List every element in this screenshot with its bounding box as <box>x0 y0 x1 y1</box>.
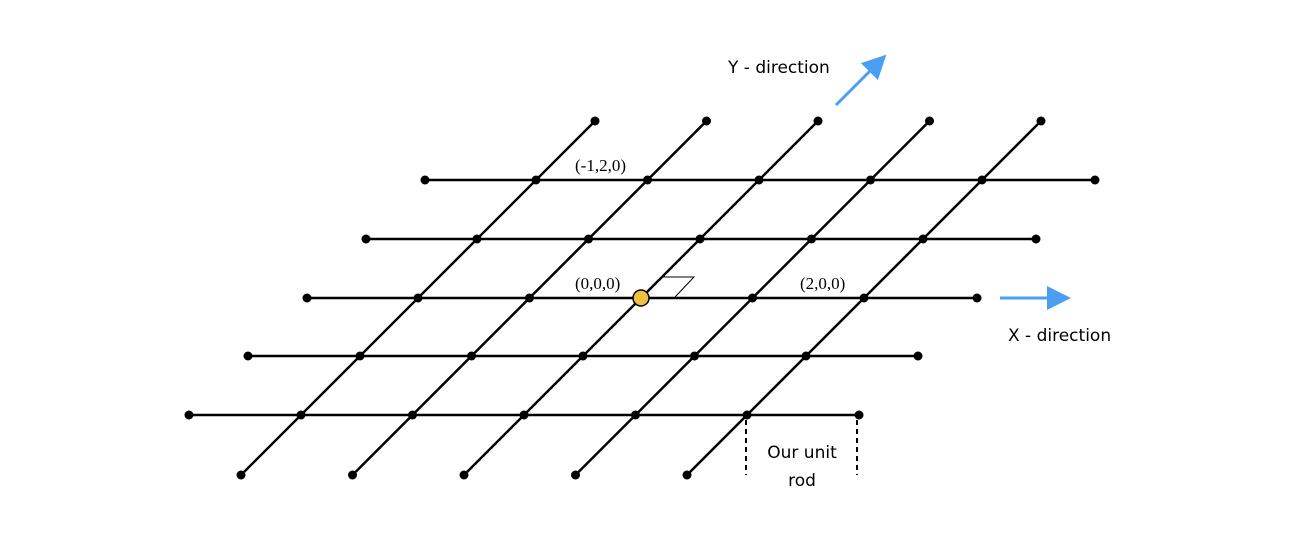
lattice-point <box>519 410 529 420</box>
lattice-point <box>1031 234 1041 244</box>
lattice-point <box>854 410 864 420</box>
origin-point <box>632 289 650 307</box>
lattice-point <box>742 410 752 420</box>
lattice-point <box>813 116 823 126</box>
lattice-point <box>1036 116 1046 126</box>
lattice-point <box>807 234 816 244</box>
label-unit-rod-line2: rod <box>788 471 816 491</box>
lattice-point <box>913 351 923 361</box>
lattice-point <box>702 116 711 126</box>
lattice-point <box>590 116 600 126</box>
lattice-point <box>355 351 365 361</box>
lattice-point <box>748 293 757 303</box>
lattice-point <box>296 410 306 420</box>
lattice-point <box>531 175 541 185</box>
lattice-point <box>977 175 987 185</box>
lattice-points <box>184 116 1100 480</box>
lattice-point <box>413 293 423 303</box>
lattice-point <box>459 470 469 480</box>
lattice-point <box>690 351 699 361</box>
lattice-point <box>184 410 194 420</box>
lattice-point <box>302 293 312 303</box>
lattice-point <box>420 175 430 185</box>
lattice-point <box>578 351 588 361</box>
lattice-point <box>754 175 764 185</box>
lattice-point <box>682 470 692 480</box>
label-unit-rod-line1: Our unit <box>767 443 837 463</box>
lattice-point <box>918 234 928 244</box>
lattice-point <box>801 351 811 361</box>
lattice-point <box>408 410 417 420</box>
lattice-point <box>695 234 705 244</box>
lattice-point <box>348 470 357 480</box>
label-origin: (0,0,0) <box>575 274 620 293</box>
lattice-point <box>643 175 652 185</box>
lattice-point <box>243 351 253 361</box>
lattice-point <box>1090 175 1100 185</box>
lattice-point <box>571 470 580 480</box>
label-point-2-0-0: (2,0,0) <box>800 274 845 293</box>
lattice-point <box>361 234 371 244</box>
label-y-direction: Y - direction <box>727 58 830 78</box>
lattice-point <box>467 351 476 361</box>
plane-corner-marker <box>663 276 696 298</box>
lattice-point <box>631 410 640 420</box>
lattice-point <box>472 234 482 244</box>
y-direction-arrow <box>834 54 887 107</box>
lattice-point <box>859 293 869 303</box>
lattice-point <box>972 293 982 303</box>
lattice-point <box>236 470 246 480</box>
lattice-point <box>584 234 593 244</box>
label-x-direction: X - direction <box>1008 326 1111 346</box>
lattice-point <box>866 175 875 185</box>
lattice-point <box>525 293 534 303</box>
lattice-point <box>925 116 934 126</box>
label-point-neg1-2-0: (-1,2,0) <box>575 156 626 175</box>
